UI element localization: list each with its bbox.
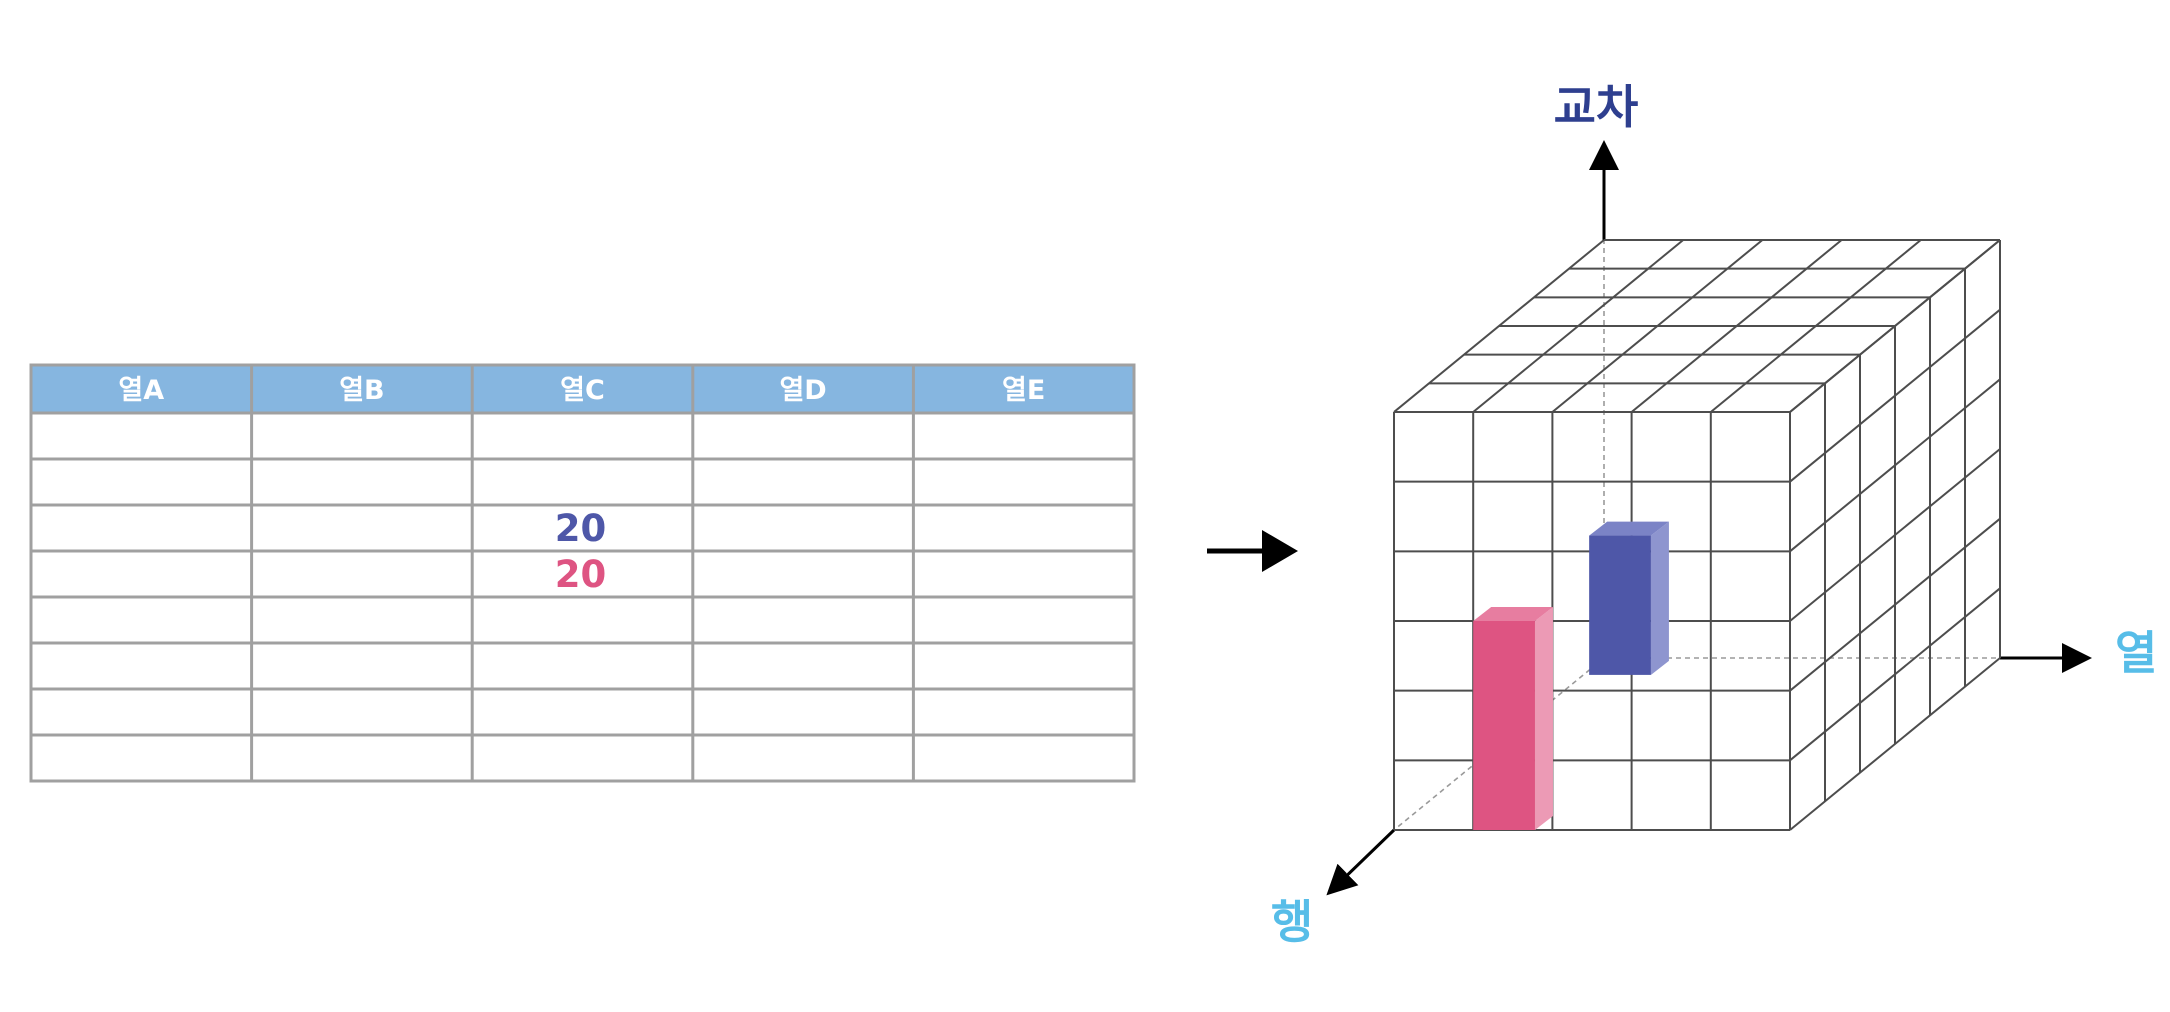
- column-header-5: 열E: [1002, 375, 1045, 406]
- column-header-3: 열C: [560, 375, 605, 406]
- column-header-4: 열D: [779, 375, 826, 406]
- column-header-1: 열A: [118, 375, 164, 406]
- blue-block-side: [1650, 521, 1669, 675]
- column-header-2: 열B: [339, 375, 384, 406]
- table-header: [31, 365, 1134, 413]
- pink-block-front: [1473, 621, 1535, 830]
- blue-block-top: [1589, 521, 1669, 536]
- table-cell-value-1: 20: [555, 507, 607, 550]
- olap-cube: [1326, 140, 2092, 896]
- axis-label-depth: 행: [1271, 895, 1313, 949]
- axis-arrow-depth: [1326, 828, 1396, 896]
- pink-block-top: [1473, 607, 1553, 621]
- axis-label-horizontal: 열: [2115, 626, 2157, 680]
- pink-block-side: [1534, 607, 1553, 830]
- blue-block: [1589, 521, 1669, 675]
- table-cell-value-2: 20: [555, 553, 607, 596]
- table-border: [29, 363, 1136, 783]
- axis-label-vertical: 교차: [1554, 80, 1639, 134]
- pink-block: [1473, 607, 1553, 830]
- transform-arrow: [1207, 530, 1298, 572]
- blue-block-front: [1589, 535, 1651, 675]
